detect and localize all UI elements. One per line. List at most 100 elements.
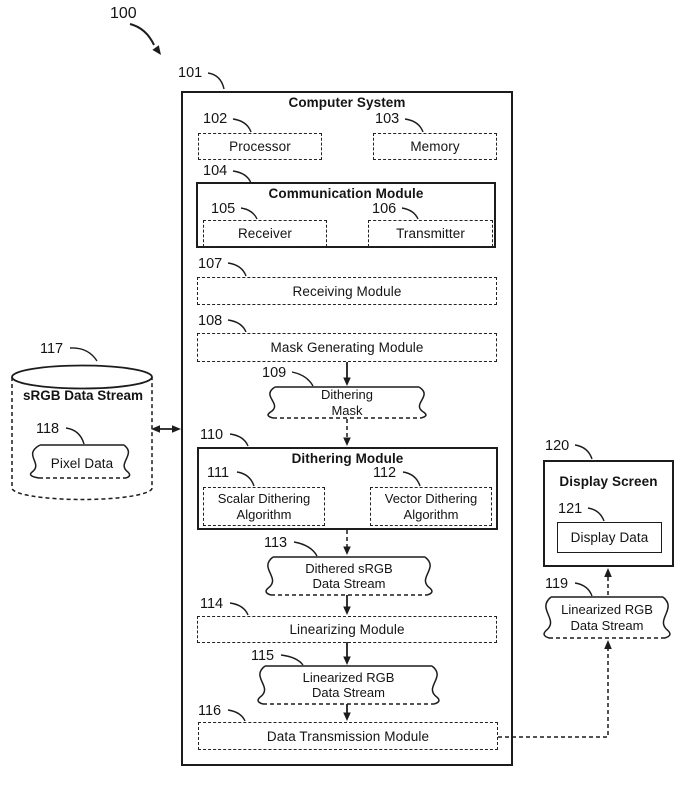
ref-109: 109 xyxy=(262,365,287,381)
hook-113 xyxy=(293,541,318,557)
hook-104 xyxy=(232,170,252,184)
ref-113: 113 xyxy=(264,535,288,551)
arrow-up-icon xyxy=(604,640,612,649)
figure-pointer-arrow xyxy=(129,23,155,46)
hook-120 xyxy=(574,444,593,460)
hook-101 xyxy=(207,72,225,90)
linearizing-module-label: Linearizing Module xyxy=(289,622,405,637)
hook-112 xyxy=(402,471,421,487)
communication-module-box xyxy=(196,182,496,248)
hook-109 xyxy=(291,371,314,387)
hook-110 xyxy=(229,433,249,447)
hook-115 xyxy=(280,654,304,666)
arrow-down-icon xyxy=(343,546,351,555)
hook-121 xyxy=(587,507,605,522)
memory-box: Memory xyxy=(373,133,497,160)
mask-generating-module-label: Mask Generating Module xyxy=(270,340,424,355)
communication-module-title: Communication Module xyxy=(268,186,424,201)
arrow-up-icon xyxy=(604,568,612,577)
dithering-mask-scroll-fill xyxy=(268,387,426,418)
ref-106: 106 xyxy=(372,201,397,217)
scalar-line2: Algorithm xyxy=(236,506,292,522)
ref-108: 108 xyxy=(198,313,223,329)
pixel-data-scroll xyxy=(29,444,131,479)
receiving-module-box: Receiving Module xyxy=(197,277,497,305)
vector-line2: Algorithm xyxy=(403,506,459,522)
ref-107: 107 xyxy=(198,256,223,272)
mask-line1: Dithering xyxy=(320,387,374,403)
dithered-line2: Data Stream xyxy=(312,576,386,591)
flow-arrows xyxy=(151,362,612,738)
display-stream-line1: Linearized RGB xyxy=(561,602,653,618)
ref-114: 114 xyxy=(200,596,224,612)
hook-103 xyxy=(404,118,424,133)
hook-118 xyxy=(65,427,85,445)
srgb-data-stream-label: sRGB Data Stream xyxy=(22,388,144,403)
hook-102 xyxy=(232,118,252,133)
ref-116: 116 xyxy=(198,703,222,719)
display-screen-box xyxy=(543,460,674,567)
display-stream-line2: Data Stream xyxy=(570,617,644,633)
ref-105: 105 xyxy=(211,201,236,217)
ref-121: 121 xyxy=(558,501,583,517)
dithered-srgb-scroll xyxy=(265,556,433,596)
ref-112: 112 xyxy=(373,465,397,481)
transmitter-label: Transmitter xyxy=(396,226,465,241)
dithering-module-box xyxy=(197,447,498,530)
vector-line1: Vector Dithering xyxy=(384,491,478,507)
ref-118: 118 xyxy=(36,421,60,437)
hook-107 xyxy=(227,262,247,277)
arrow-down-icon xyxy=(343,656,351,665)
ref-111: 111 xyxy=(207,465,230,481)
memory-label: Memory xyxy=(410,139,460,154)
ref-119: 119 xyxy=(545,576,569,592)
ref-110: 110 xyxy=(200,427,224,443)
linearized-line1: Linearized RGB xyxy=(302,669,395,685)
ref-103: 103 xyxy=(375,111,400,127)
data-transmission-module-label: Data Transmission Module xyxy=(266,728,430,744)
linearized-rgb-display-scroll xyxy=(543,596,671,639)
ref-101: 101 xyxy=(178,65,203,81)
pixel-data-label: Pixel Data xyxy=(43,449,121,477)
arrow-left-icon xyxy=(151,425,160,433)
computer-system-box xyxy=(181,91,513,766)
linearized-rgb-scroll xyxy=(257,665,440,705)
receiver-label: Receiver xyxy=(237,226,293,241)
ref-104: 104 xyxy=(203,163,228,179)
srgb-datastore-cylinder-top xyxy=(11,364,153,390)
dithered-line1: Dithered sRGB xyxy=(305,560,393,576)
ref-102: 102 xyxy=(203,111,228,127)
mask-line2: Mask xyxy=(331,402,363,418)
receiving-module-label: Receiving Module xyxy=(292,283,402,299)
arrow-down-icon xyxy=(343,712,351,721)
mask-generating-module-box: Mask Generating Module xyxy=(197,333,497,362)
hook-106 xyxy=(401,207,419,220)
pixel-data-scroll-fill xyxy=(30,445,130,478)
arrow-down-icon xyxy=(343,377,351,386)
arrow-down-icon xyxy=(343,606,351,615)
ref-117: 117 xyxy=(40,341,64,357)
display-data-label: Display Data xyxy=(570,530,649,545)
arrow-right-icon xyxy=(172,425,181,433)
dithering-module-title: Dithering Module xyxy=(291,451,404,466)
display-screen-title: Display Screen xyxy=(559,474,658,489)
hook-117 xyxy=(69,347,98,362)
arrow-down-icon xyxy=(343,437,351,446)
display-data-box: Display Data xyxy=(557,522,662,553)
ref-connectors xyxy=(65,72,605,722)
processor-box: Processor xyxy=(198,133,322,160)
hook-108 xyxy=(227,319,247,333)
